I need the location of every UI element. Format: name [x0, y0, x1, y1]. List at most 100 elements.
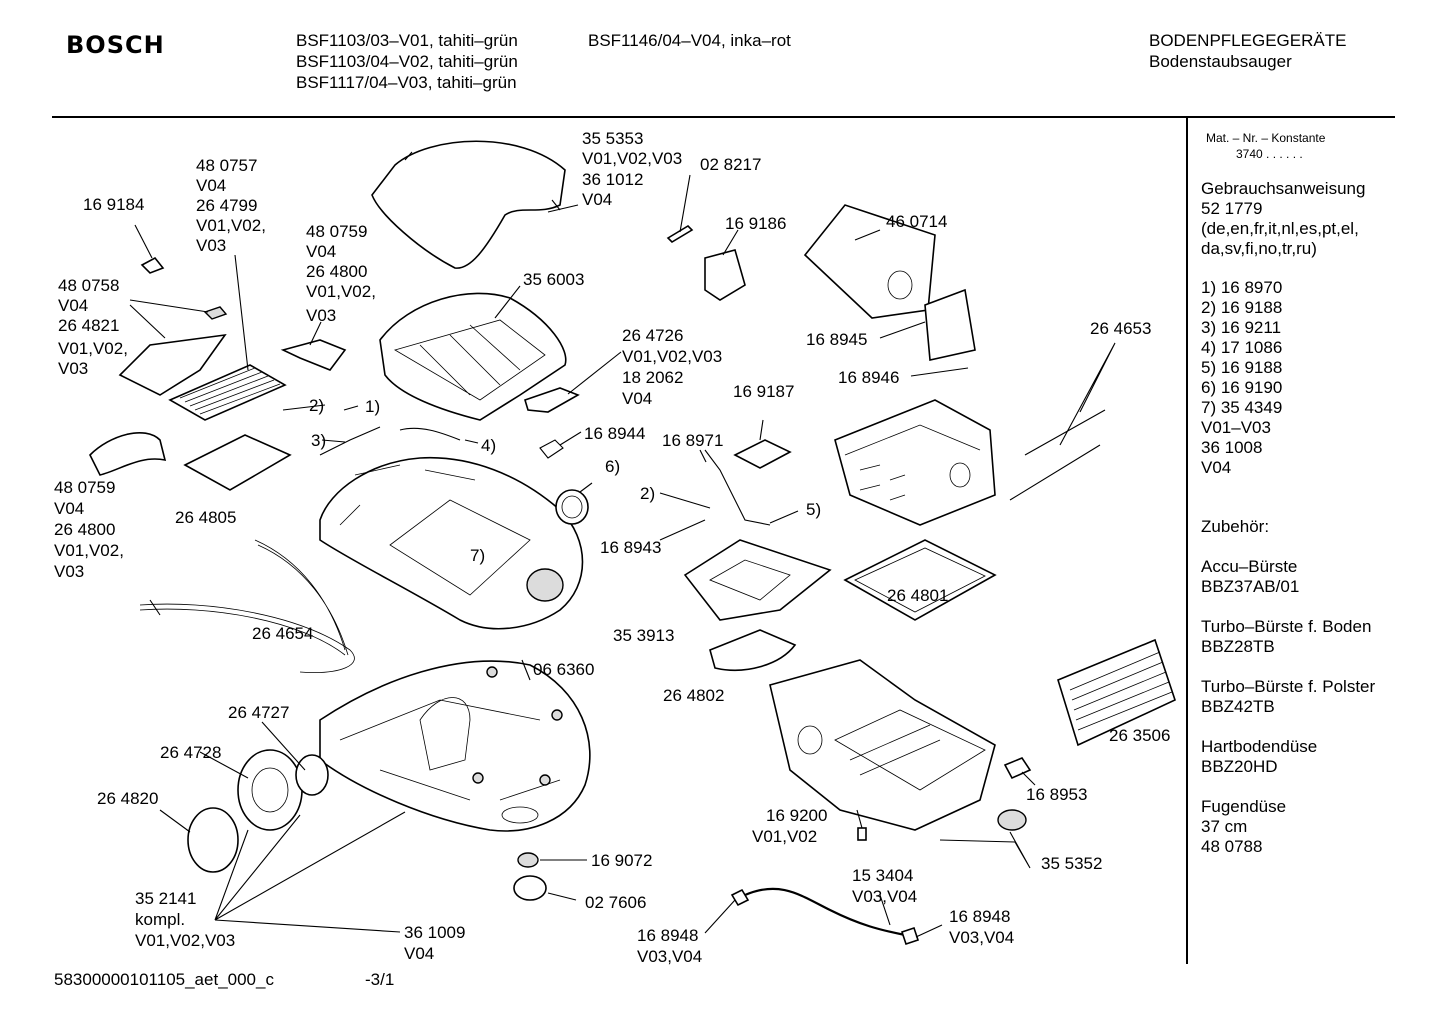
- numbered-part-7: 7) 35 4349: [1201, 398, 1283, 417]
- callout-480757-line1: 48 0757: [196, 156, 258, 175]
- accessory-2-name: Turbo–Bürste f. Boden: [1201, 617, 1372, 636]
- sidebar-divider: [1186, 118, 1188, 964]
- callout-168948b-line2: V03,V04: [949, 928, 1015, 947]
- numbered-part-4: 4) 17 1086: [1201, 338, 1283, 357]
- seal-strip-264654: [139, 539, 355, 673]
- accessories-title: Zubehör:: [1201, 517, 1270, 536]
- callout-168946: 16 8946: [838, 368, 900, 387]
- callout-027606: 02 7606: [585, 893, 647, 912]
- callout-168944: 16 8944: [584, 424, 646, 443]
- bag-holder-part-168945: [924, 288, 976, 361]
- cable-part-4: [399, 427, 461, 441]
- castor-holder-part-027606: [513, 875, 547, 901]
- callout-264801: 26 4801: [887, 586, 949, 605]
- cable-part-153404: [744, 887, 906, 937]
- holder-part-169186: [704, 249, 746, 301]
- callout-ref-4: 4): [481, 436, 497, 455]
- callout-264728: 26 4728: [160, 743, 222, 762]
- accessory-4-name: Hartbodendüse: [1201, 737, 1318, 756]
- callout-352141-line1: 35 2141: [135, 889, 197, 908]
- ring-part-6: [555, 489, 589, 525]
- accessory-3-name: Turbo–Bürste f. Polster: [1201, 677, 1376, 696]
- callout-168945: 16 8945: [806, 330, 868, 349]
- seal-frame-part-264801: [843, 539, 997, 621]
- callout-264726-line1: 26 4726: [622, 326, 684, 345]
- callout-264654: 26 4654: [252, 624, 314, 643]
- callout-264802: 26 4802: [663, 686, 725, 705]
- callout-066360: 06 6360: [533, 660, 595, 679]
- callout-480759b-line3: 26 4800: [54, 520, 116, 539]
- callout-ref-7: 7): [470, 546, 486, 565]
- callout-028217: 02 8217: [700, 155, 762, 174]
- chassis-plate-part: [683, 539, 832, 621]
- castor-part-169072: [517, 852, 539, 868]
- clip-part-169184: [140, 256, 165, 274]
- accessory-5-name: Fugendüse: [1201, 797, 1287, 816]
- filter-cover-part: [118, 333, 227, 396]
- callout-460714: 46 0714: [886, 212, 948, 231]
- callout-264653: 26 4653: [1090, 319, 1152, 338]
- callout-153404-line1: 15 3404: [852, 866, 914, 885]
- callout-480758-line2: V04: [58, 296, 89, 315]
- model-line-2: BSF1103/04–V02, tahiti–grün: [296, 52, 518, 71]
- callout-168953: 16 8953: [1026, 785, 1088, 804]
- callout-264805: 26 4805: [175, 508, 237, 527]
- callout-480758-line5: V03: [58, 359, 89, 378]
- callout-480759a-line2: V04: [306, 242, 337, 261]
- callout-169186: 16 9186: [725, 214, 787, 233]
- callout-480759b-line5: V03: [54, 562, 85, 581]
- callout-168971: 16 8971: [662, 431, 724, 450]
- callout-ref-5: 5): [806, 500, 822, 519]
- grip-part-480759: [280, 339, 347, 371]
- callout-355353-line3: 36 1012: [582, 170, 644, 189]
- callout-480757-line5: V03: [196, 236, 227, 255]
- callout-480759b-line4: V01,V02,: [54, 541, 124, 560]
- accessory-5-code: 48 0788: [1201, 837, 1263, 856]
- header-rule: [52, 116, 1395, 118]
- accessory-4-code: BBZ20HD: [1201, 757, 1278, 776]
- accessory-1-code: BBZ37AB/01: [1201, 577, 1300, 596]
- callout-168948b-line1: 16 8948: [949, 907, 1011, 926]
- filter-grill-part: [168, 364, 287, 421]
- cap-part-264820: [187, 807, 239, 873]
- plug-part-168948b: [900, 926, 920, 946]
- spring-part-1: [343, 405, 359, 411]
- callout-ref-3: 3): [311, 431, 327, 450]
- side-cover-part: [89, 432, 167, 476]
- callout-168943: 16 8943: [600, 538, 662, 557]
- callout-264726-line3: 18 2062: [622, 368, 684, 387]
- model-line-4: BSF1146/04–V04, inka–rot: [588, 31, 791, 50]
- bracket-part-168944: [539, 439, 564, 459]
- manual-languages-1: (de,en,fr,it,nl,es,pt,el,: [1201, 219, 1359, 238]
- clip-part-480758: [203, 306, 228, 320]
- callout-480758-line3: 26 4821: [58, 316, 120, 335]
- mat-nr-label: Mat. – Nr. – Konstante: [1206, 131, 1326, 145]
- callout-153404-line2: V03,V04: [852, 887, 918, 906]
- seal-strip-264653: [1009, 409, 1106, 501]
- spring-part-3: [319, 426, 381, 456]
- callout-356003: 35 6003: [523, 270, 585, 289]
- callout-480758-line4: V01,V02,: [58, 339, 128, 358]
- screws-part-066360: [472, 666, 563, 786]
- bosch-logo: BOSCH: [66, 31, 165, 59]
- category-title: BODENPFLEGEGERÄTE: [1149, 31, 1347, 50]
- exhaust-filter-part: [1057, 638, 1176, 747]
- filter-pad-part: [183, 434, 292, 491]
- plug-part-168948a: [730, 888, 750, 907]
- callout-361009-line2: V04: [404, 944, 435, 963]
- filter-frame-part-169187: [733, 439, 792, 469]
- numbered-part-7-variant-b: V04: [1201, 458, 1232, 477]
- base-housing-part: [319, 660, 591, 832]
- numbered-part-3: 3) 16 9211: [1201, 318, 1282, 337]
- page-number: -3/1: [365, 970, 395, 989]
- callout-361009-line1: 36 1009: [404, 923, 466, 942]
- callout-264726-line2: V01,V02,V03: [622, 347, 723, 366]
- callout-169184: 16 9184: [83, 195, 145, 214]
- roller-part-028217: [666, 224, 694, 244]
- callout-353913: 35 3913: [613, 626, 675, 645]
- hub-part-264727: [295, 754, 329, 796]
- callout-480759a-line4: V01,V02,: [306, 282, 376, 301]
- numbered-part-7-number-b: 36 1008: [1201, 438, 1263, 457]
- callout-355353-line2: V01,V02,V03: [582, 149, 683, 168]
- callout-480759a-line5: V03: [306, 306, 337, 325]
